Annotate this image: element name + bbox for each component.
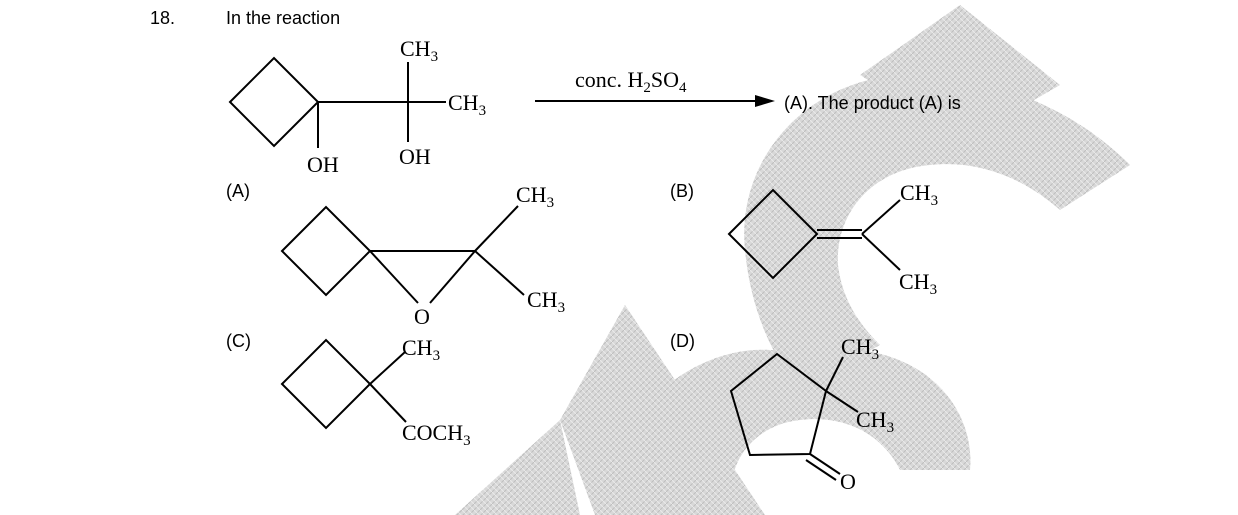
option-a-co-bond-right — [429, 250, 476, 304]
option-c-ch3-text-part: CH — [402, 335, 433, 360]
option-c-label: (C) — [226, 331, 251, 351]
option-d-ch3-right-text-part: 3 — [887, 420, 895, 436]
option-d-bond-ch3-right — [825, 390, 859, 413]
option-c-coch3-text-part: 3 — [463, 433, 471, 449]
reactant-ch3-top-text-part: CH — [400, 36, 431, 61]
option-a-bond-ch3-bottom — [474, 250, 525, 296]
reactant-ch3-right: CH3 — [448, 90, 486, 119]
reagent-label: conc. H2SO4 — [575, 67, 687, 96]
option-c-bond-coch3 — [369, 383, 407, 423]
option-a-oxygen: O — [414, 304, 430, 329]
reagent-text-part: SO — [651, 67, 679, 92]
option-d-carbonyl-bond-1 — [809, 453, 841, 475]
option-b-label: (B) — [670, 181, 694, 201]
option-c: (C) CH3 COCH3 — [226, 331, 471, 449]
option-c-coch3-text-part: COCH — [402, 420, 463, 445]
option-b-ch3-bottom: CH3 — [899, 269, 937, 298]
option-b-ch3-bottom-text-part: CH — [899, 269, 930, 294]
option-a-ch3-top-text-part: 3 — [547, 195, 555, 211]
reactant-structure: CH3 CH3 OH OH — [228, 36, 486, 177]
option-d-carbonyl-bond-2 — [805, 459, 837, 481]
option-a-ch3-bottom-text-part: CH — [527, 287, 558, 312]
option-b-ch3-top-text-part: 3 — [931, 193, 939, 209]
option-d-bond-ch3-top — [825, 356, 844, 392]
option-c-bond-ch3 — [369, 351, 406, 385]
option-b-bond-ch3-top — [861, 199, 901, 235]
reagent-text-part: conc. H — [575, 67, 644, 92]
option-c-coch3: COCH3 — [402, 420, 471, 449]
option-d-label: (D) — [670, 331, 695, 351]
option-d-oxygen: O — [840, 469, 856, 494]
option-d-ch3-right: CH3 — [856, 407, 894, 436]
reagent-text-part: 4 — [679, 80, 687, 96]
reactant-ch3-right-text-part: CH — [448, 90, 479, 115]
option-b-ch3-top-text-part: CH — [900, 180, 931, 205]
option-c-ch3: CH3 — [402, 335, 440, 364]
reactant-cyclobutane-ring — [228, 56, 320, 148]
option-a-co-bond-left — [369, 250, 419, 304]
reactant-ch3-right-text-part: 3 — [479, 103, 487, 119]
option-b-ch3-top: CH3 — [900, 180, 938, 209]
question-tail: (A). The product (A) is — [784, 93, 961, 113]
reaction-arrow-head — [755, 95, 775, 107]
option-c-ch3-text-part: 3 — [433, 348, 441, 364]
option-d-ch3-top-text-part: CH — [841, 334, 872, 359]
option-a-cyclobutane-ring — [280, 205, 372, 297]
option-d-cyclopentane-ring — [729, 352, 828, 457]
question-stem: In the reaction — [226, 8, 340, 28]
option-d: (D) CH3 CH3 O — [670, 331, 894, 494]
option-c-cyclobutane-ring — [280, 338, 372, 430]
option-b-cyclobutane-ring — [727, 188, 819, 280]
option-b-bond-ch3-bottom — [861, 233, 901, 271]
reagent-text-part: 2 — [643, 80, 651, 96]
option-b: (B) CH3 CH3 — [670, 180, 938, 298]
option-a-ch3-top: CH3 — [516, 182, 554, 211]
reactant-ch3-top: CH3 — [400, 36, 438, 65]
option-a-ch3-top-text-part: CH — [516, 182, 547, 207]
option-a: (A) CH3 CH3 O — [226, 181, 565, 329]
question-number: 18. — [150, 8, 175, 28]
option-a-ch3-bottom: CH3 — [527, 287, 565, 316]
option-a-bond-ch3-top — [474, 205, 519, 252]
option-d-ch3-top: CH3 — [841, 334, 879, 363]
reactant-ch3-top-text-part: 3 — [431, 49, 439, 65]
option-d-ch3-right-text-part: CH — [856, 407, 887, 432]
watermark — [455, 5, 1130, 515]
option-a-label: (A) — [226, 181, 250, 201]
reactant-oh-left: OH — [307, 152, 339, 177]
option-d-ch3-top-text-part: 3 — [872, 347, 880, 363]
option-b-ch3-bottom-text-part: 3 — [930, 282, 938, 298]
reactant-oh-right: OH — [399, 144, 431, 169]
option-a-ch3-bottom-text-part: 3 — [558, 300, 566, 316]
